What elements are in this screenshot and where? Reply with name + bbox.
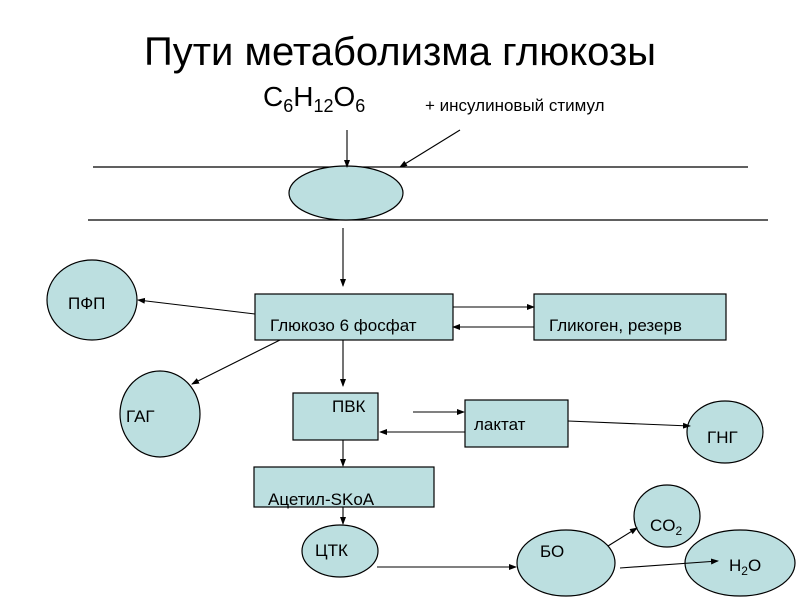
ctk-node[interactable] — [301, 524, 379, 578]
lactate-label: лактат — [474, 415, 526, 434]
glycogen-node[interactable] — [533, 293, 727, 341]
gag-node[interactable] — [119, 370, 201, 458]
g6p-label: Глюкозо 6 фосфат — [270, 316, 417, 335]
pfp-label: ПФП — [68, 294, 106, 313]
bo-label: БО — [540, 542, 565, 561]
acetyl-scoa-node[interactable] — [253, 466, 435, 508]
gng-label: ГНГ — [707, 428, 738, 447]
co2-node[interactable] — [633, 484, 701, 548]
lactate-node[interactable] — [464, 399, 569, 448]
pfp-node[interactable] — [46, 259, 138, 341]
pvk-node[interactable] — [292, 392, 379, 441]
ctk-label: ЦТК — [315, 541, 348, 560]
g6p-node[interactable] — [254, 293, 454, 341]
arrow-insulin — [399, 129, 461, 168]
arrow-lactate-gng — [567, 420, 691, 429]
arrow-g6p-gag — [191, 339, 281, 385]
insulin-stimulus-label: + инсулиновый стимул — [425, 96, 605, 115]
gng-node[interactable] — [686, 400, 764, 464]
pvk-label: ПВК — [332, 397, 366, 416]
gag-label: ГАГ — [126, 407, 155, 426]
arrow-g6p-pfp — [137, 297, 256, 315]
acetyl-scoa-label: Ацетил-SKoA — [268, 490, 375, 509]
slide-title: Пути метаболизма глюкозы — [143, 30, 657, 74]
arrow-bo-co2 — [607, 527, 638, 547]
arrow-bo-h2o — [619, 558, 719, 569]
transporter-ellipse[interactable] — [288, 165, 404, 221]
glycogen-label: Гликоген, резерв — [549, 316, 682, 335]
co2-label: CO2 — [650, 516, 683, 538]
h2o-label: H2O — [729, 556, 762, 578]
bo-node[interactable] — [516, 529, 616, 597]
glucose-formula: C6H12O6 — [263, 81, 366, 116]
